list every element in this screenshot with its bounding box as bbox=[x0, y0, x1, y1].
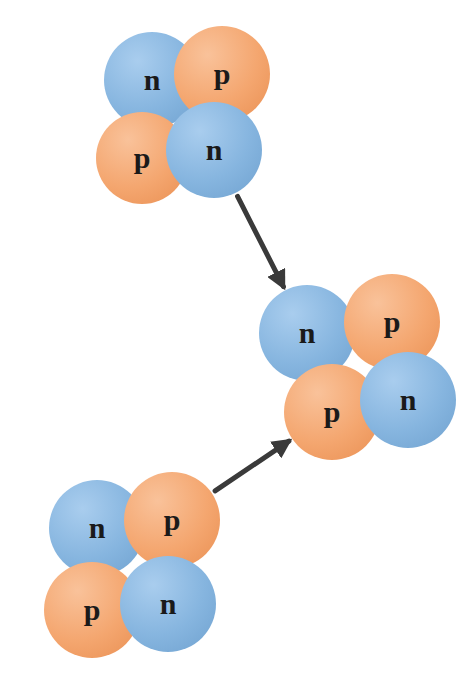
particle-letter: n bbox=[400, 385, 417, 415]
particle-letter: n bbox=[144, 65, 161, 95]
neutron-circle: n bbox=[360, 352, 456, 448]
particle-letter: p bbox=[164, 505, 181, 535]
proton-circle: p bbox=[124, 472, 220, 568]
neutron-circle: n bbox=[166, 102, 262, 198]
neutron-circle: n bbox=[120, 556, 216, 652]
particle-letter: p bbox=[384, 307, 401, 337]
particle-letter: n bbox=[160, 589, 177, 619]
particle-letter: n bbox=[206, 135, 223, 165]
arrow-connector bbox=[215, 441, 289, 491]
particle-letter: p bbox=[214, 59, 231, 89]
particle-letter: p bbox=[134, 143, 151, 173]
particle-letter: p bbox=[84, 595, 101, 625]
particle-letter: n bbox=[89, 513, 106, 543]
particle-letter: n bbox=[299, 318, 316, 348]
particle-letter: p bbox=[324, 397, 341, 427]
arrow-connector bbox=[238, 196, 284, 286]
